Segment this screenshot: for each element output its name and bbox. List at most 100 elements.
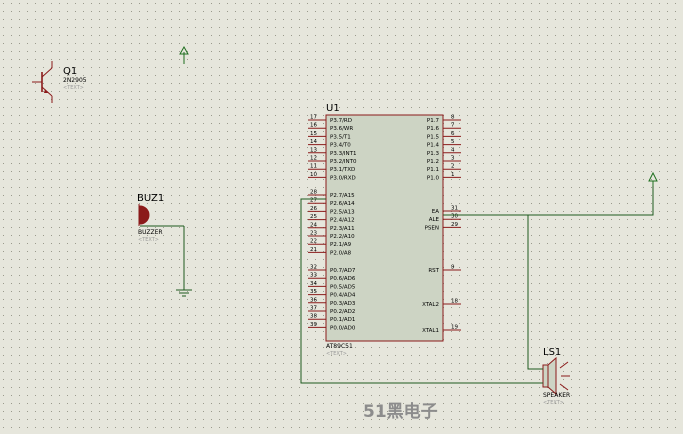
chip-u1[interactable]: U1 17P3.7/RD16P3.6/WR15P3.5/T114P3.4/T01… [308,103,461,357]
u1-pin-number: 22 [310,239,317,245]
u1-pin[interactable]: 6P1.5 [427,131,461,141]
u1-pin-name: P0.5/AD5 [330,284,356,290]
u1-pin-number: 10 [310,172,317,178]
u1-pin-number: 38 [310,314,317,320]
u1-pin-number: 14 [310,139,317,145]
u1-pin-name: P0.6/AD6 [330,276,356,282]
u1-pin[interactable]: 8P1.7 [427,115,461,125]
power-terminal-right[interactable] [648,171,658,186]
ground-symbol [176,289,192,297]
u1-pin-name: P3.3/INT1 [330,151,357,157]
u1-pin-number: 27 [310,198,317,204]
u1-pin-number: 19 [451,325,458,331]
u1-pin[interactable]: 7P1.6 [427,123,461,133]
u1-pin-number: 32 [310,265,317,271]
power-terminal-top[interactable] [179,45,189,64]
u1-pin-number: 8 [451,115,455,121]
u1-pin-name: P2.2/A10 [330,234,355,240]
u1-part: AT89C51 [326,343,353,350]
u1-pin[interactable]: 1P1.0 [427,172,461,182]
u1-pin-name: P2.0/A8 [330,250,352,256]
u1-pin-number: 5 [451,139,455,145]
buz1-ref: BUZ1 [137,193,164,204]
wire-net-ea-vcc-speaker[interactable] [443,184,654,370]
u1-pin-name: XTAL1 [422,328,439,334]
u1-pin-name: P1.2 [427,159,439,165]
u1-pin-name: P1.0 [427,175,440,181]
transistor-q1[interactable]: Q1 2N2905 <TEXT> [32,61,87,103]
u1-pin-name: P2.3/A11 [330,226,355,232]
u1-pin-number: 13 [310,147,317,153]
u1-pin-name: P1.4 [427,143,440,149]
u1-pin-number: 6 [451,131,455,137]
u1-pin-name: P2.7/A15 [330,193,355,199]
u1-pin[interactable]: 5P1.4 [427,139,461,149]
u1-pin-name: P1.1 [427,167,439,173]
u1-pin-name: P3.7/RD [330,118,352,124]
u1-pin-number: 26 [310,206,317,212]
u1-pin-number: 31 [451,206,458,212]
u1-pin-number: 17 [310,115,317,121]
u1-pin-number: 39 [310,322,317,328]
wire-net-p27-speaker[interactable] [300,198,538,384]
ls1-text: <TEXT> [543,400,564,406]
u1-pin-name: P3.0/RXD [330,175,356,181]
u1-pin-number: 11 [310,164,317,170]
buz1-text: <TEXT> [138,237,159,243]
u1-pin-name: P1.7 [427,118,440,124]
u1-pin-name: P0.0/AD0 [330,325,356,331]
u1-pin[interactable]: 2P1.1 [427,164,461,174]
u1-pin-number: 18 [451,299,458,305]
q1-part: 2N2905 [63,77,87,84]
u1-pin-name: P1.6 [427,126,440,132]
u1-pin-number: 2 [451,164,455,170]
u1-pin-number: 29 [451,222,458,228]
ls1-ref: LS1 [543,347,561,358]
q1-ref: Q1 [63,66,77,77]
buzzer-buz1[interactable]: BUZ1 BUZZER <TEXT> [137,193,184,243]
u1-pin-number: 24 [310,222,317,228]
u1-pin-name: EA [432,209,439,215]
speaker-ls1[interactable]: LS1 SPEAKER <TEXT> [538,347,570,406]
watermark: 51黑电子 [363,401,438,422]
u1-pin-name: P2.6/A14 [330,201,355,207]
u1-pin-name: P1.5 [427,134,440,140]
u1-pin[interactable]: 3P1.2 [427,156,461,166]
u1-pin-name: P3.4/T0 [330,143,351,149]
u1-pin-number: 28 [310,190,317,196]
u1-pin-name: P3.5/T1 [330,134,351,140]
u1-pin-number: 34 [310,281,317,287]
u1-pin[interactable]: 4P1.3 [427,147,461,157]
